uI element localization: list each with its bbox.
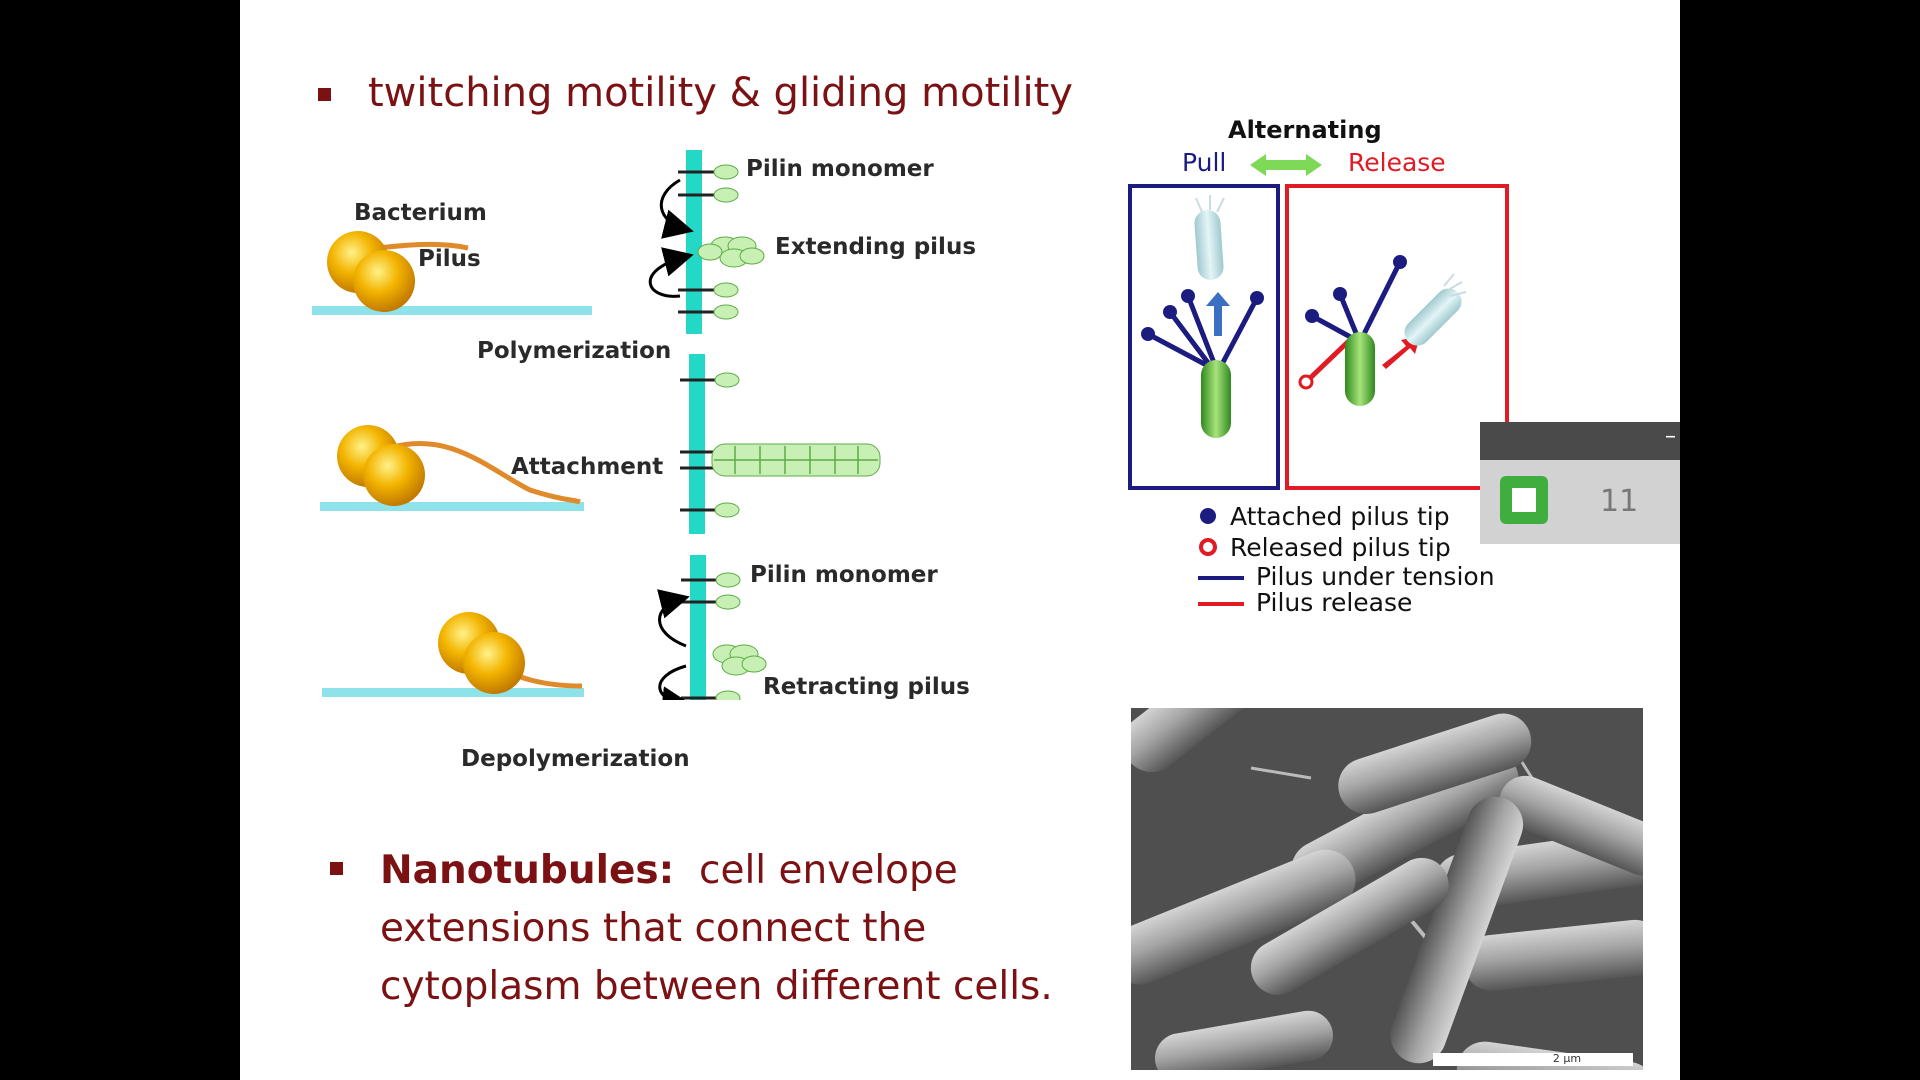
slide-number: 11: [1600, 484, 1639, 519]
stop-button[interactable]: [1500, 476, 1548, 524]
legend-released-tip: Released pilus tip: [1230, 533, 1451, 562]
label-pilus: Pilus: [418, 246, 481, 272]
nanotubules-term: Nanotubules:: [380, 848, 675, 893]
alternating-title: Alternating: [1228, 116, 1382, 144]
pull-title: Pull: [1182, 148, 1227, 177]
legend-lines: [1198, 576, 1244, 606]
slide-counter-widget[interactable]: – 11: [1480, 422, 1680, 544]
label-retracting-pilus: Retracting pilus: [763, 674, 970, 700]
label-pilin-monomer-bottom: Pilin monomer: [750, 562, 938, 588]
stop-icon: [1512, 488, 1536, 512]
bullet-marker-2: [330, 862, 343, 875]
nanotubules-line1: cell envelope: [699, 848, 958, 893]
label-attachment: Attachment: [511, 454, 664, 480]
legend-release-line: Pilus release: [1256, 588, 1413, 617]
label-polymerization: Polymerization: [477, 338, 672, 364]
pilus-mechanism-diagram: [312, 150, 881, 700]
slide: twitching motility & gliding motility: [240, 0, 1680, 1080]
sem-micrograph: [1131, 708, 1643, 1070]
label-extending-pilus: Extending pilus: [775, 234, 977, 260]
nanotubules-line2: extensions that connect the: [380, 906, 927, 951]
widget-dash: –: [1665, 424, 1676, 449]
label-depolymerization: Depolymerization: [461, 746, 690, 772]
legend-tension: Pilus under tension: [1256, 562, 1495, 591]
label-bacterium: Bacterium: [354, 200, 487, 226]
bullet-motility: twitching motility & gliding motility: [368, 70, 1073, 116]
bullet-marker: [318, 88, 331, 101]
release-title: Release: [1348, 148, 1446, 177]
legend-attached-tip: Attached pilus tip: [1230, 502, 1450, 531]
label-pilin-monomer-top: Pilin monomer: [746, 156, 934, 182]
pull-release-figure: [1128, 154, 1509, 556]
scale-bar-label: 2 µm: [1552, 1052, 1582, 1065]
nanotubules-text: Nanotubules: cell envelope extensions th…: [380, 842, 1120, 1016]
nanotubules-line3: cytoplasm between different cells.: [380, 964, 1053, 1009]
